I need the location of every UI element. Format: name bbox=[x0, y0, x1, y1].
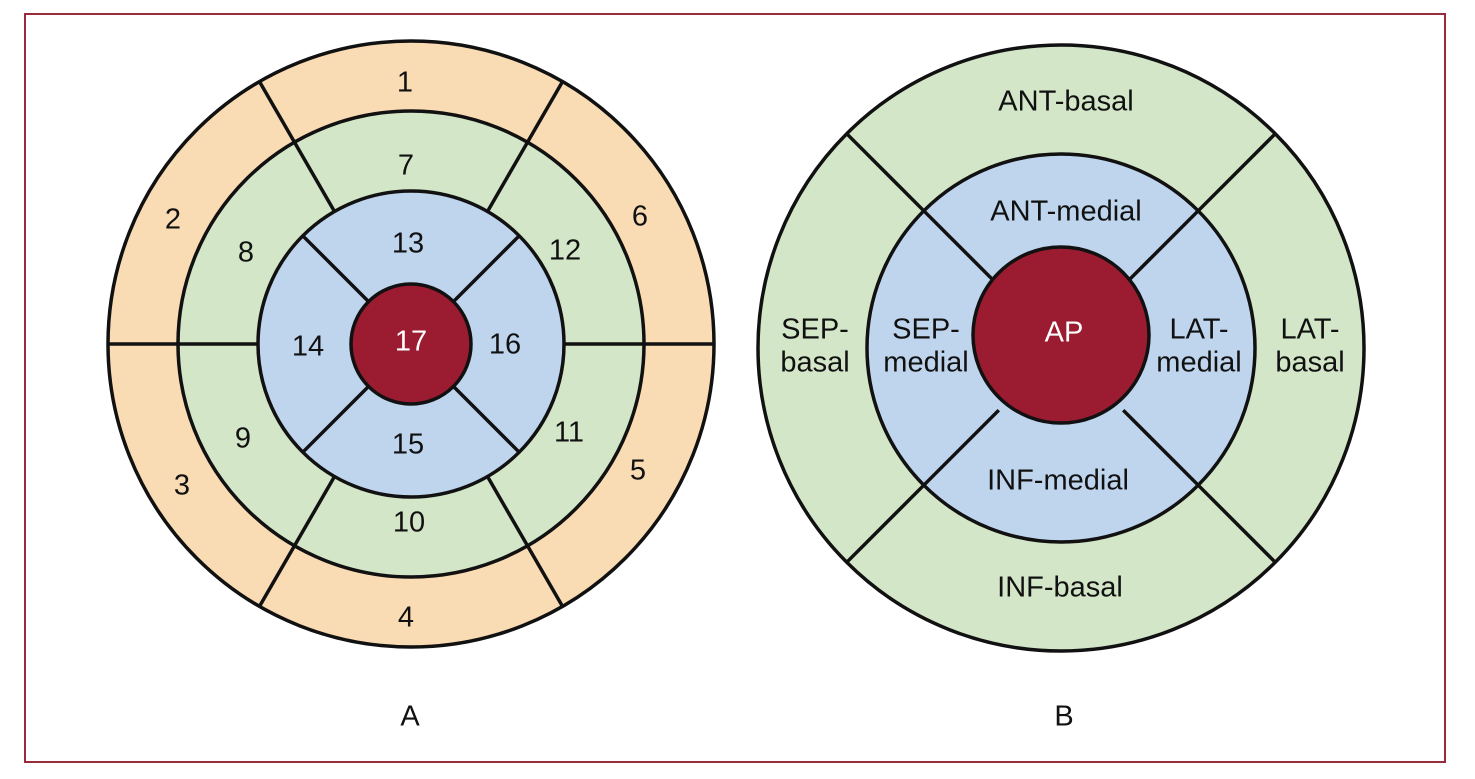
a-mid-divider bbox=[292, 475, 337, 547]
segment-4-label: 4 bbox=[398, 602, 414, 634]
segment-1-label: 1 bbox=[397, 67, 413, 99]
caption-b: B bbox=[1054, 701, 1073, 733]
a-apical-divider bbox=[301, 234, 370, 303]
ant-basal-label: ANT-basal bbox=[998, 86, 1133, 118]
inf-basal-label: INF-basal bbox=[997, 572, 1123, 604]
b-medial-divider bbox=[1121, 209, 1200, 288]
a-basal-divider bbox=[257, 544, 297, 608]
segment-17-label: 17 bbox=[395, 326, 427, 358]
b-basal-divider bbox=[845, 483, 926, 564]
a-apical-divider bbox=[452, 385, 521, 454]
a-basal-divider bbox=[525, 80, 565, 144]
diagram-a: 1 2 3 4 5 6 7 8 9 10 11 12 13 14 15 16 1… bbox=[106, 39, 716, 733]
segment-15-label: 15 bbox=[392, 429, 424, 461]
lat-medial-label-line1: LAT- bbox=[1169, 314, 1228, 346]
a-apex-segment bbox=[349, 282, 473, 406]
a-basal-divider bbox=[525, 544, 565, 608]
sep-medial-label-line1: SEP- bbox=[892, 314, 960, 346]
a-mid-divider bbox=[485, 141, 530, 213]
segment-16-label: 16 bbox=[489, 329, 521, 361]
a-basal-divider bbox=[257, 80, 297, 144]
inf-medial-label: INF-medial bbox=[987, 465, 1129, 497]
segment-12-label: 12 bbox=[549, 235, 581, 267]
apex-label: AP bbox=[1045, 317, 1084, 349]
b-medial-divider bbox=[1121, 408, 1200, 487]
ant-medial-label: ANT-medial bbox=[990, 196, 1142, 228]
b-basal-divider bbox=[1196, 483, 1277, 564]
segment-5-label: 5 bbox=[630, 455, 646, 487]
segment-14-label: 14 bbox=[292, 331, 324, 363]
b-apex-segment bbox=[971, 245, 1151, 425]
a-mid-divider bbox=[292, 141, 337, 213]
b-medial-divider bbox=[922, 408, 1001, 487]
lat-basal-label-line2: basal bbox=[1275, 347, 1344, 379]
caption-a: A bbox=[400, 701, 420, 733]
sep-medial-label-line2: medial bbox=[883, 347, 968, 379]
lat-basal-label-line1: LAT- bbox=[1280, 314, 1339, 346]
b-basal-divider bbox=[845, 132, 926, 213]
lat-medial-label-line2: medial bbox=[1156, 347, 1241, 379]
a-apical-divider bbox=[452, 234, 521, 303]
segment-8-label: 8 bbox=[238, 237, 254, 269]
b-basal-divider bbox=[1196, 132, 1277, 213]
segment-11-label: 11 bbox=[554, 417, 584, 449]
b-medial-divider bbox=[922, 209, 1001, 288]
diagram-b: ANT-basal INF-basal SEP- basal LAT- basa… bbox=[756, 43, 1366, 733]
segment-2-label: 2 bbox=[165, 204, 181, 236]
segment-6-label: 6 bbox=[632, 201, 648, 233]
a-apical-divider bbox=[301, 385, 370, 454]
a-mid-divider bbox=[485, 475, 530, 547]
sep-basal-label-line1: SEP- bbox=[781, 314, 849, 346]
sep-basal-label-line2: basal bbox=[780, 347, 849, 379]
segment-3-label: 3 bbox=[174, 470, 190, 502]
segment-9-label: 9 bbox=[235, 423, 251, 455]
segment-7-label: 7 bbox=[398, 150, 414, 182]
segment-13-label: 13 bbox=[392, 228, 424, 260]
segment-10-label: 10 bbox=[393, 507, 425, 539]
